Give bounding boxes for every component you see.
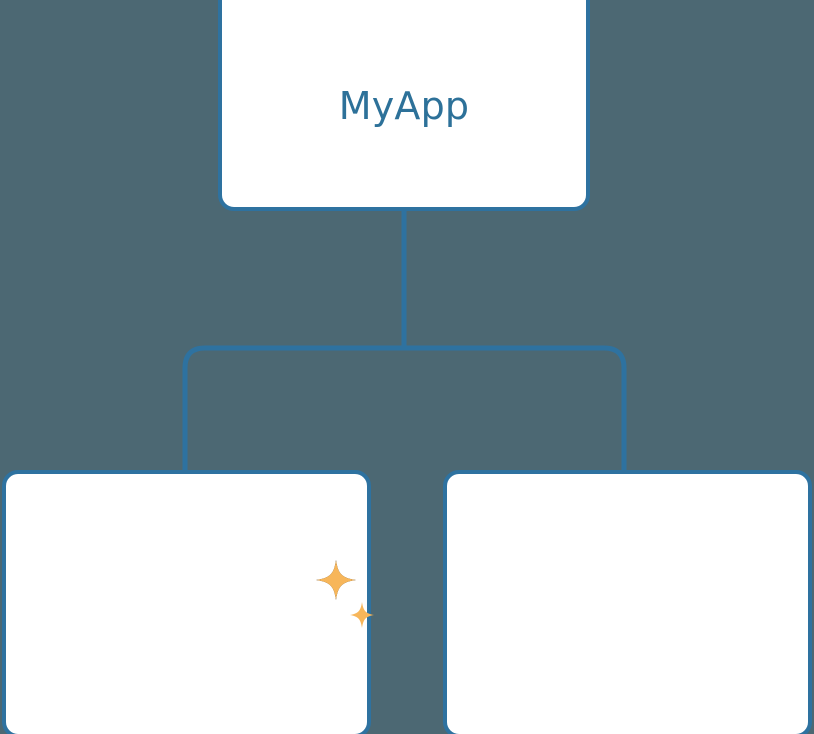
node-myapp-title: MyApp <box>338 84 470 128</box>
node-mybutton-right[interactable]: MyButton <box>443 470 812 734</box>
connector-branch-right <box>404 345 627 474</box>
connector-branch-left <box>182 345 404 474</box>
node-myapp[interactable]: MyApp <box>218 0 590 211</box>
node-mybutton-left[interactable]: MyButton <box>2 470 371 734</box>
